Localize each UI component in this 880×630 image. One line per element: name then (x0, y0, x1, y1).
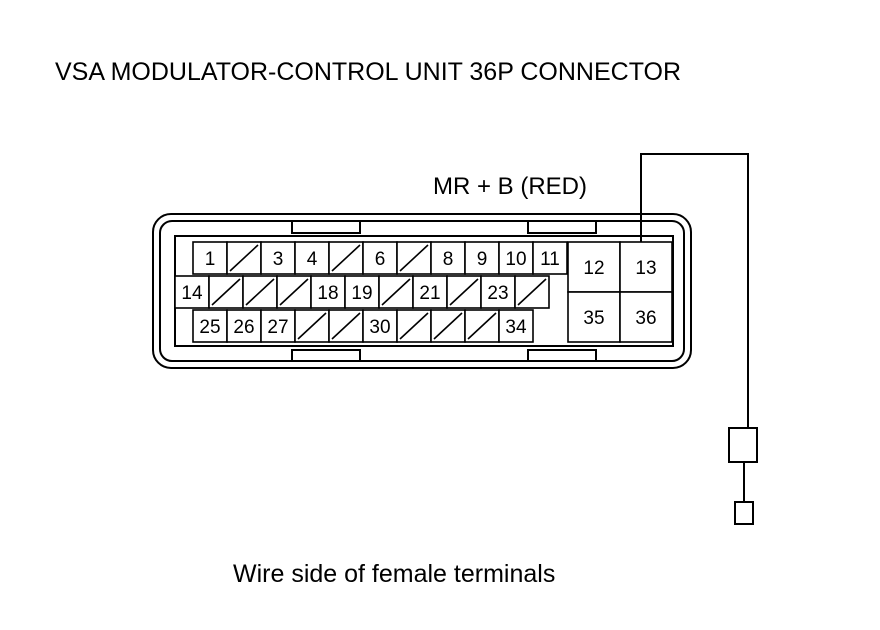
terminal-row3-8-blank-slash (467, 312, 497, 340)
terminal-row3-4-blank-slash (331, 312, 361, 340)
terminal-row2-0-label: 14 (181, 283, 203, 304)
test-wire (640, 153, 749, 429)
caption: Wire side of female terminals (233, 560, 556, 588)
terminal-row1-0-label: 1 (205, 249, 216, 270)
terminal-row2-8-blank-slash (449, 278, 479, 306)
terminal-row3-0-label: 25 (199, 317, 220, 338)
terminal-row1-4-blank-slash (331, 244, 361, 272)
terminal-row1-3-label: 4 (307, 249, 318, 270)
terminal-row2-9-label: 23 (487, 283, 508, 304)
terminal-row2-4-label: 18 (317, 283, 338, 304)
terminal-row1-2-cell (260, 241, 296, 275)
terminal-row2-5-cell (344, 275, 380, 309)
terminal-13-cell (619, 241, 673, 293)
terminal-row2-6-blank-slash (381, 278, 411, 306)
terminal-row3-9-cell (498, 309, 534, 343)
terminal-row2-5-label: 19 (351, 283, 372, 304)
terminal-row1-2-label: 3 (273, 249, 284, 270)
terminal-row2-2-blank-slash (245, 278, 275, 306)
lock-tab-top-left (291, 220, 361, 234)
terminal-row1-6-blank-slash (399, 244, 429, 272)
terminal-row1-1-blank-slash (229, 244, 259, 272)
terminal-row2-3-blank-slash (279, 278, 309, 306)
terminal-row1-7-label: 8 (443, 249, 454, 270)
terminal-row2-0-cell (174, 275, 210, 309)
terminal-row1-0-cell (192, 241, 228, 275)
terminal-36-cell (619, 291, 673, 343)
connector-housing-outer (152, 213, 692, 369)
terminal-row3-1-cell (226, 309, 262, 343)
terminal-row2-1-blank-slash (211, 278, 241, 306)
probe-tip-upper (728, 427, 758, 463)
connector-housing-inner (159, 220, 685, 362)
lock-tab-top-right (527, 220, 597, 234)
terminal-12-label: 12 (583, 258, 604, 279)
terminal-row1-10-label: 11 (540, 249, 560, 270)
terminal-row1-9-label: 10 (505, 249, 526, 270)
terminal-row3-7-blank-slash (433, 312, 463, 340)
terminal-row3-9-label: 34 (505, 317, 527, 338)
terminal-row3-2-label: 27 (267, 317, 288, 338)
terminal-row3-3-blank-slash (297, 312, 327, 340)
terminal-row2-10-blank-slash (517, 278, 547, 306)
lock-tab-bottom-left (291, 349, 361, 362)
wire-label: MR + B (RED) (433, 173, 588, 200)
terminal-12-cell (567, 241, 621, 293)
terminal-35-cell (567, 291, 621, 343)
terminal-row1-7-cell (430, 241, 466, 275)
terminal-row3-5-cell (362, 309, 398, 343)
terminal-row1-9-cell (498, 241, 534, 275)
terminal-row3-1-label: 26 (233, 317, 254, 338)
terminal-35-label: 35 (583, 308, 604, 329)
terminal-row3-5-label: 30 (369, 317, 390, 338)
terminal-row2-9-cell (480, 275, 516, 309)
terminal-row3-6-blank-slash (399, 312, 429, 340)
probe-tip-lower (734, 501, 754, 525)
terminal-row2-4-cell (310, 275, 346, 309)
terminal-13-label: 13 (635, 258, 656, 279)
terminal-row1-8-label: 9 (477, 249, 488, 270)
terminal-row2-7-label: 21 (419, 283, 440, 304)
diagram-title: VSA MODULATOR-CONTROL UNIT 36P CONNECTOR (55, 58, 682, 86)
terminal-row1-10-cell (532, 241, 568, 275)
lock-tab-bottom-right (527, 349, 597, 362)
terminal-36-label: 36 (635, 308, 656, 329)
terminal-row2-7-cell (412, 275, 448, 309)
terminal-row1-5-label: 6 (375, 249, 386, 270)
terminal-row3-0-cell (192, 309, 228, 343)
